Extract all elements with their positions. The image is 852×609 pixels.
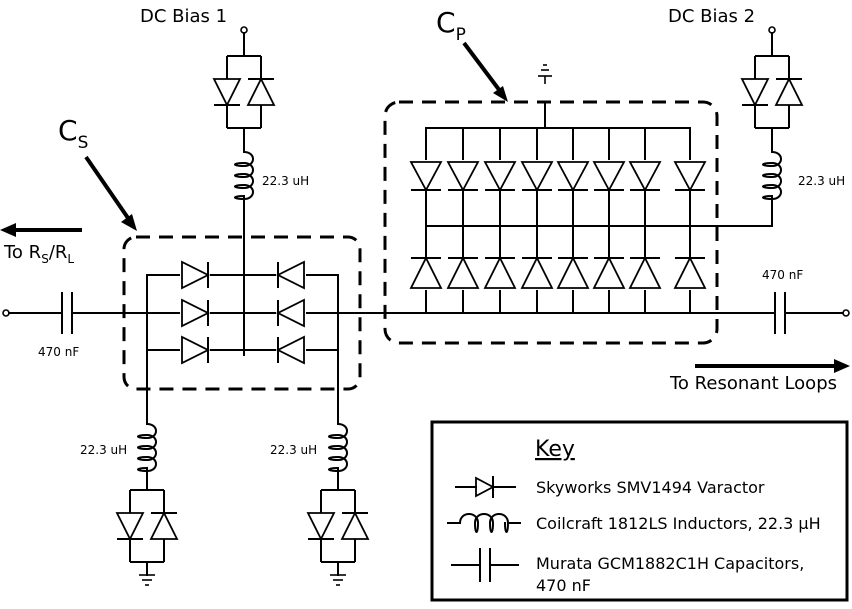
cp-pointer-arrow [462,41,508,102]
key-box [430,420,849,602]
key-capacitor-label-1: Murata GCM1882C1H Capacitors, [536,554,804,573]
cs-varactor-right-2 [275,298,305,328]
key-inductor-label: Coilcraft 1812LS Inductors, 22.3 μH [536,514,821,533]
bottom-right-inductor-icon [328,422,348,473]
bottom-right-bias-network [306,414,370,586]
dc-bias-1-label: DC Bias 1 [140,6,227,27]
left-capacitor-value: 470 nF [38,345,79,359]
right-capacitor-value: 470 nF [762,268,803,282]
bias2-inductor-value: 22.3 uH [798,174,845,188]
cs-varactor-left-3 [181,335,211,365]
cp-varactor-bank [409,64,771,314]
bottom-left-bias-network [115,414,179,586]
cs-dashed-box [122,235,362,391]
dc-bias-1-network [212,26,276,206]
right-terminal [842,309,850,317]
cs-varactor-left-2 [181,298,211,328]
cs-pointer-arrow [84,155,137,231]
cs-varactor-network [146,204,339,416]
bottom-right-inductor-value: 22.3 uH [270,443,317,457]
to-resonant-loops-label: To Resonant Loops [669,373,837,394]
key-title: Key [535,437,575,462]
bias2-inductor-icon [762,150,782,201]
bottom-left-inductor-value: 22.3 uH [80,443,127,457]
cs-label: CS [58,114,88,153]
bias1-inductor-icon [234,150,254,201]
main-rf-line [2,292,850,334]
to-rs-rl-arrow [0,223,82,237]
key-legend: Key Skyworks SMV1494 Varactor Coilcraft … [430,420,849,602]
to-resonant-loops-arrow [695,359,850,373]
cs-varactor-right-3 [275,335,305,365]
dc-bias-2-label: DC Bias 2 [668,6,755,27]
dc-bias-2-network [740,26,804,227]
cs-varactor-left-1 [181,260,211,290]
cs-varactor-right-1 [275,260,305,290]
cp-label: CP [436,6,466,45]
cp-dashed-box [383,100,719,345]
bottom-left-inductor-icon [137,422,157,473]
bias1-inductor-value: 22.3 uH [262,174,309,188]
key-varactor-label: Skyworks SMV1494 Varactor [536,478,765,497]
key-capacitor-icon [451,548,519,582]
key-varactor-icon [455,476,516,498]
to-rs-rl-label: To RS/RL [3,242,74,266]
key-capacitor-label-2: 470 nF [536,576,591,595]
key-inductor-icon [447,513,521,533]
